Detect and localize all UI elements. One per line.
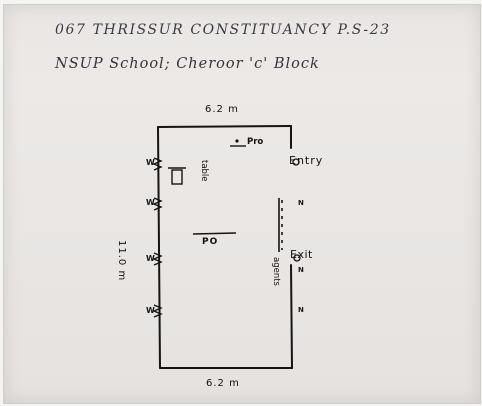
po-desk-line [192,232,237,235]
window-mark-4 [152,304,163,318]
school-block-heading: NSUP School; Cheroor 'c' Block [55,56,320,72]
left-window-marks [152,157,163,318]
top-dimension: 6.2 m [205,104,239,115]
left-window-mark-labels: W W W W [146,128,156,368]
side-dimension: 11.0 m [116,240,127,282]
window-mark-label: W [146,158,155,167]
paper-sheet [3,4,481,404]
left-wall [157,126,161,369]
window-mark-label: W [146,254,155,263]
entry-label: Entry [289,154,324,167]
po-label: PO [202,237,219,247]
constituency-heading: 067 THRISSUR CONSTITUANCY P.S-23 [55,22,391,38]
table-rect [171,169,183,185]
right-wall-lower [290,264,293,369]
top-wall [157,125,292,128]
table-box [168,167,186,185]
window-mark-2 [152,197,163,211]
bottom-dimension: 6.2 m [206,378,240,389]
right-wall-dotted [278,198,283,252]
exit-door-mark [293,254,301,262]
table-note: table [199,160,209,182]
pro-seat-dot [235,139,239,143]
right-mark-n3: N [298,306,304,314]
exit-label: Exit [290,248,313,261]
right-mark-n2: N [298,266,304,274]
window-mark-label: W [146,306,155,315]
agent-note: agents [271,257,281,286]
entry-door-mark [292,158,300,166]
window-mark-3 [152,252,163,266]
pro-label: Pro [247,137,264,147]
window-mark-label: W [146,198,155,207]
right-mark-n1: N [298,199,304,207]
window-mark-1 [152,157,163,171]
